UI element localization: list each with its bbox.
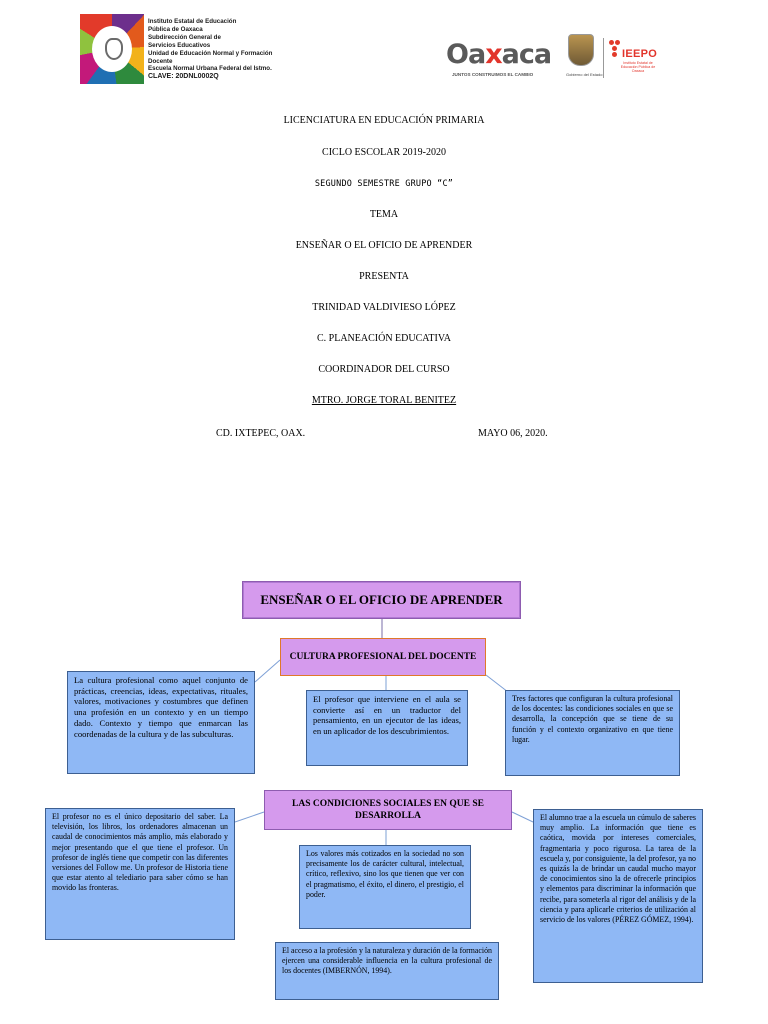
semester-line: SEGUNDO SEMESTRE GRUPO “C”	[314, 179, 454, 189]
institution-line: Docente	[148, 57, 173, 65]
note-alumno-saberes: El alumno trae a la escuela un cúmulo de…	[533, 809, 703, 983]
topic-title: ENSEÑAR O EL OFICIO DE APRENDER	[295, 240, 473, 251]
course-name: C. PLANEACIÓN EDUCATIVA	[317, 333, 451, 344]
section-heading-cultura: CULTURA PROFESIONAL DEL DOCENTE	[280, 638, 486, 676]
institution-header: Instituto Estatal de Educación Pública d…	[80, 14, 290, 84]
note-acceso-profesion: El acceso a la profesión y la naturaleza…	[275, 942, 499, 1000]
coordinator-label: COORDINADOR DEL CURSO	[318, 364, 450, 375]
institution-line: Unidad de Educación Normal y Formación	[148, 49, 273, 57]
map-title: ENSEÑAR O EL OFICIO DE APRENDER	[242, 581, 521, 619]
logo-divider	[603, 38, 604, 78]
institution-line: Subdirección General de	[148, 33, 221, 41]
note-depositario-saber: El profesor no es el único depositario d…	[45, 808, 235, 940]
date-line: MAYO 06, 2020.	[478, 428, 548, 439]
institution-line: Instituto Estatal de Educación	[148, 18, 237, 25]
student-name: TRINIDAD VALDIVIESO LÓPEZ	[312, 302, 456, 313]
institution-text: Instituto Estatal de Educación Pública d…	[148, 18, 290, 81]
note-cultura-definition: La cultura profesional como aquel conjun…	[67, 671, 255, 774]
ieepo-mark-icon	[609, 40, 621, 58]
institution-line: Servicios Educativos	[148, 41, 211, 49]
state-coat-of-arms-icon: Gobierno del Estado	[566, 34, 602, 77]
degree-line: LICENCIATURA EN EDUCACIÓN PRIMARIA	[283, 115, 485, 126]
school-year-line: CICLO ESCOLAR 2019-2020	[322, 147, 446, 158]
city-line: CD. IXTEPEC, OAX.	[216, 428, 306, 439]
ieepo-logo-text: IEEPO	[622, 48, 658, 60]
oaxaca-logo: Oaxaca JUNTOS CONSTRUIMOS EL CAMBIO	[446, 39, 552, 78]
note-profesor-traductor: El profesor que interviene en el aula se…	[306, 690, 468, 766]
ieepo-subtitle: Instituto Estatal de Educación Pública d…	[620, 61, 656, 74]
section-heading-condiciones: LAS CONDICIONES SOCIALES EN QUE SE DESAR…	[264, 790, 512, 830]
note-tres-factores: Tres factores que configuran la cultura …	[505, 690, 680, 776]
institution-line: Pública de Oaxaca	[148, 25, 203, 33]
note-valores-sociedad: Los valores más cotizados en la sociedad…	[299, 845, 471, 929]
institution-line: Escuela Normal Urbana Federal del Istmo.	[148, 65, 272, 73]
coordinator-name: MTRO. JORGE TORAL BENITEZ	[311, 395, 457, 406]
school-seal-icon	[80, 14, 144, 84]
oaxaca-tagline: JUNTOS CONSTRUIMOS EL CAMBIO	[452, 72, 534, 77]
presents-label: PRESENTA	[359, 271, 409, 282]
gobierno-label: Gobierno del Estado	[566, 72, 603, 77]
school-key: CLAVE: 20DNL0002Q	[148, 73, 219, 81]
topic-label: TEMA	[369, 209, 399, 220]
